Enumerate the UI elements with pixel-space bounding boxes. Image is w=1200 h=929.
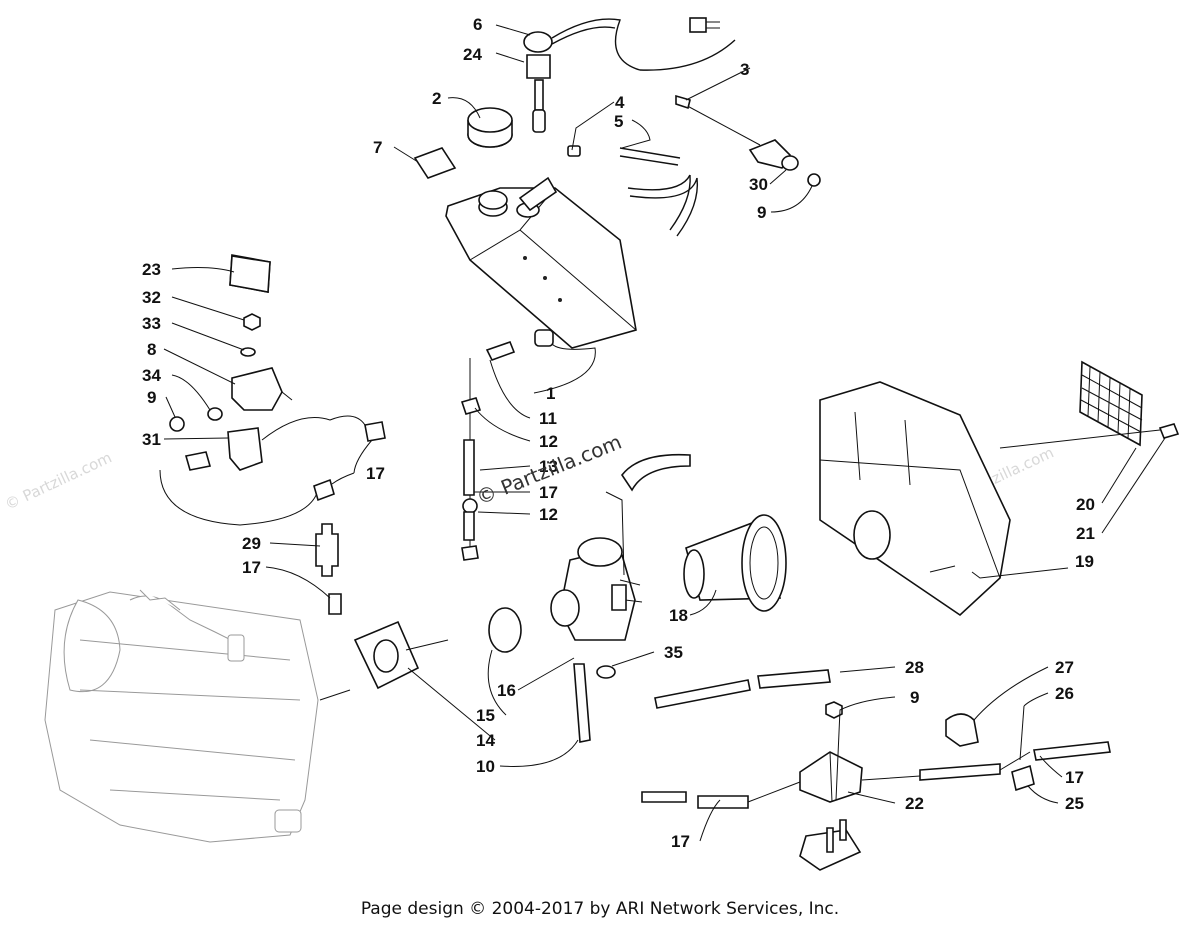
label-20: 20	[1076, 495, 1095, 514]
airbox	[819, 381, 1011, 617]
label-31: 31	[142, 430, 161, 449]
label-3: 3	[740, 60, 749, 79]
label-30: 30	[749, 175, 768, 194]
pump-pulse-hose-clamps	[945, 705, 1035, 792]
label-35: 35	[664, 643, 683, 662]
hose-clip	[596, 665, 616, 679]
warning-decal	[229, 255, 271, 293]
label-8: 8	[147, 340, 156, 359]
label-17-center: 17	[539, 483, 558, 502]
label-24: 24	[463, 45, 482, 64]
label-1: 1	[546, 384, 555, 403]
label-34: 34	[142, 366, 161, 385]
fuel-cap	[467, 107, 513, 148]
label-26: 26	[1055, 684, 1074, 703]
label-25: 25	[1065, 794, 1084, 813]
airbox-screen	[999, 360, 1180, 449]
label-17-left: 17	[366, 464, 385, 483]
carburetor-vent-hose-top	[621, 453, 691, 492]
label-4: 4	[615, 93, 625, 112]
label-10: 10	[476, 757, 495, 776]
watermark-left: © Partzilla.com	[2, 448, 115, 513]
carburetor	[550, 537, 643, 641]
label-27: 27	[1055, 658, 1074, 677]
label-32: 32	[142, 288, 161, 307]
fuel-pump	[799, 701, 863, 871]
label-29: 29	[242, 534, 261, 553]
label-12-upper: 12	[539, 432, 558, 451]
carburetor-vent-hose	[573, 663, 591, 743]
label-15: 15	[476, 706, 495, 725]
label-17-pump: 17	[671, 832, 690, 851]
leader-lines	[163, 24, 1166, 842]
label-12-lower: 12	[539, 505, 558, 524]
label-22: 22	[905, 794, 924, 813]
label-7: 7	[373, 138, 382, 157]
label-23: 23	[142, 260, 161, 279]
fuel-pump-hoses	[641, 669, 1111, 809]
label-19: 19	[1075, 552, 1094, 571]
label-5: 5	[614, 112, 623, 131]
label-6: 6	[473, 15, 482, 34]
label-2: 2	[432, 89, 441, 108]
fuel-gauge-sender	[523, 17, 736, 133]
label-28: 28	[905, 658, 924, 677]
label-17-lower-left: 17	[242, 558, 261, 577]
label-9-left: 9	[147, 388, 156, 407]
tank-decal	[413, 147, 457, 179]
label-9-top: 9	[757, 203, 766, 222]
intake-flange	[353, 620, 449, 690]
engine-outline	[44, 589, 319, 843]
label-11: 11	[539, 409, 557, 428]
label-13: 13	[539, 457, 558, 476]
vent-fitting-and-hose	[567, 145, 699, 237]
label-17-right: 17	[1065, 768, 1084, 787]
label-14: 14	[476, 731, 495, 750]
label-18: 18	[669, 606, 688, 625]
label-33: 33	[142, 314, 161, 333]
fuel-valve-assembly	[159, 254, 386, 615]
center-fuel-line	[460, 340, 516, 561]
label-21: 21	[1076, 524, 1095, 543]
label-16: 16	[497, 681, 516, 700]
hose-clamp	[488, 607, 522, 653]
fuel-tank	[445, 176, 637, 349]
part-labels: 6 24 2 7 4 5 3 30 9 23 32 33 8 34 9 31 1…	[142, 15, 1095, 851]
intake-boot	[683, 514, 787, 612]
page-footer: Page design © 2004-2017 by ARI Network S…	[360, 899, 840, 919]
label-9-pump: 9	[910, 688, 919, 707]
tank-bracket	[675, 94, 821, 187]
